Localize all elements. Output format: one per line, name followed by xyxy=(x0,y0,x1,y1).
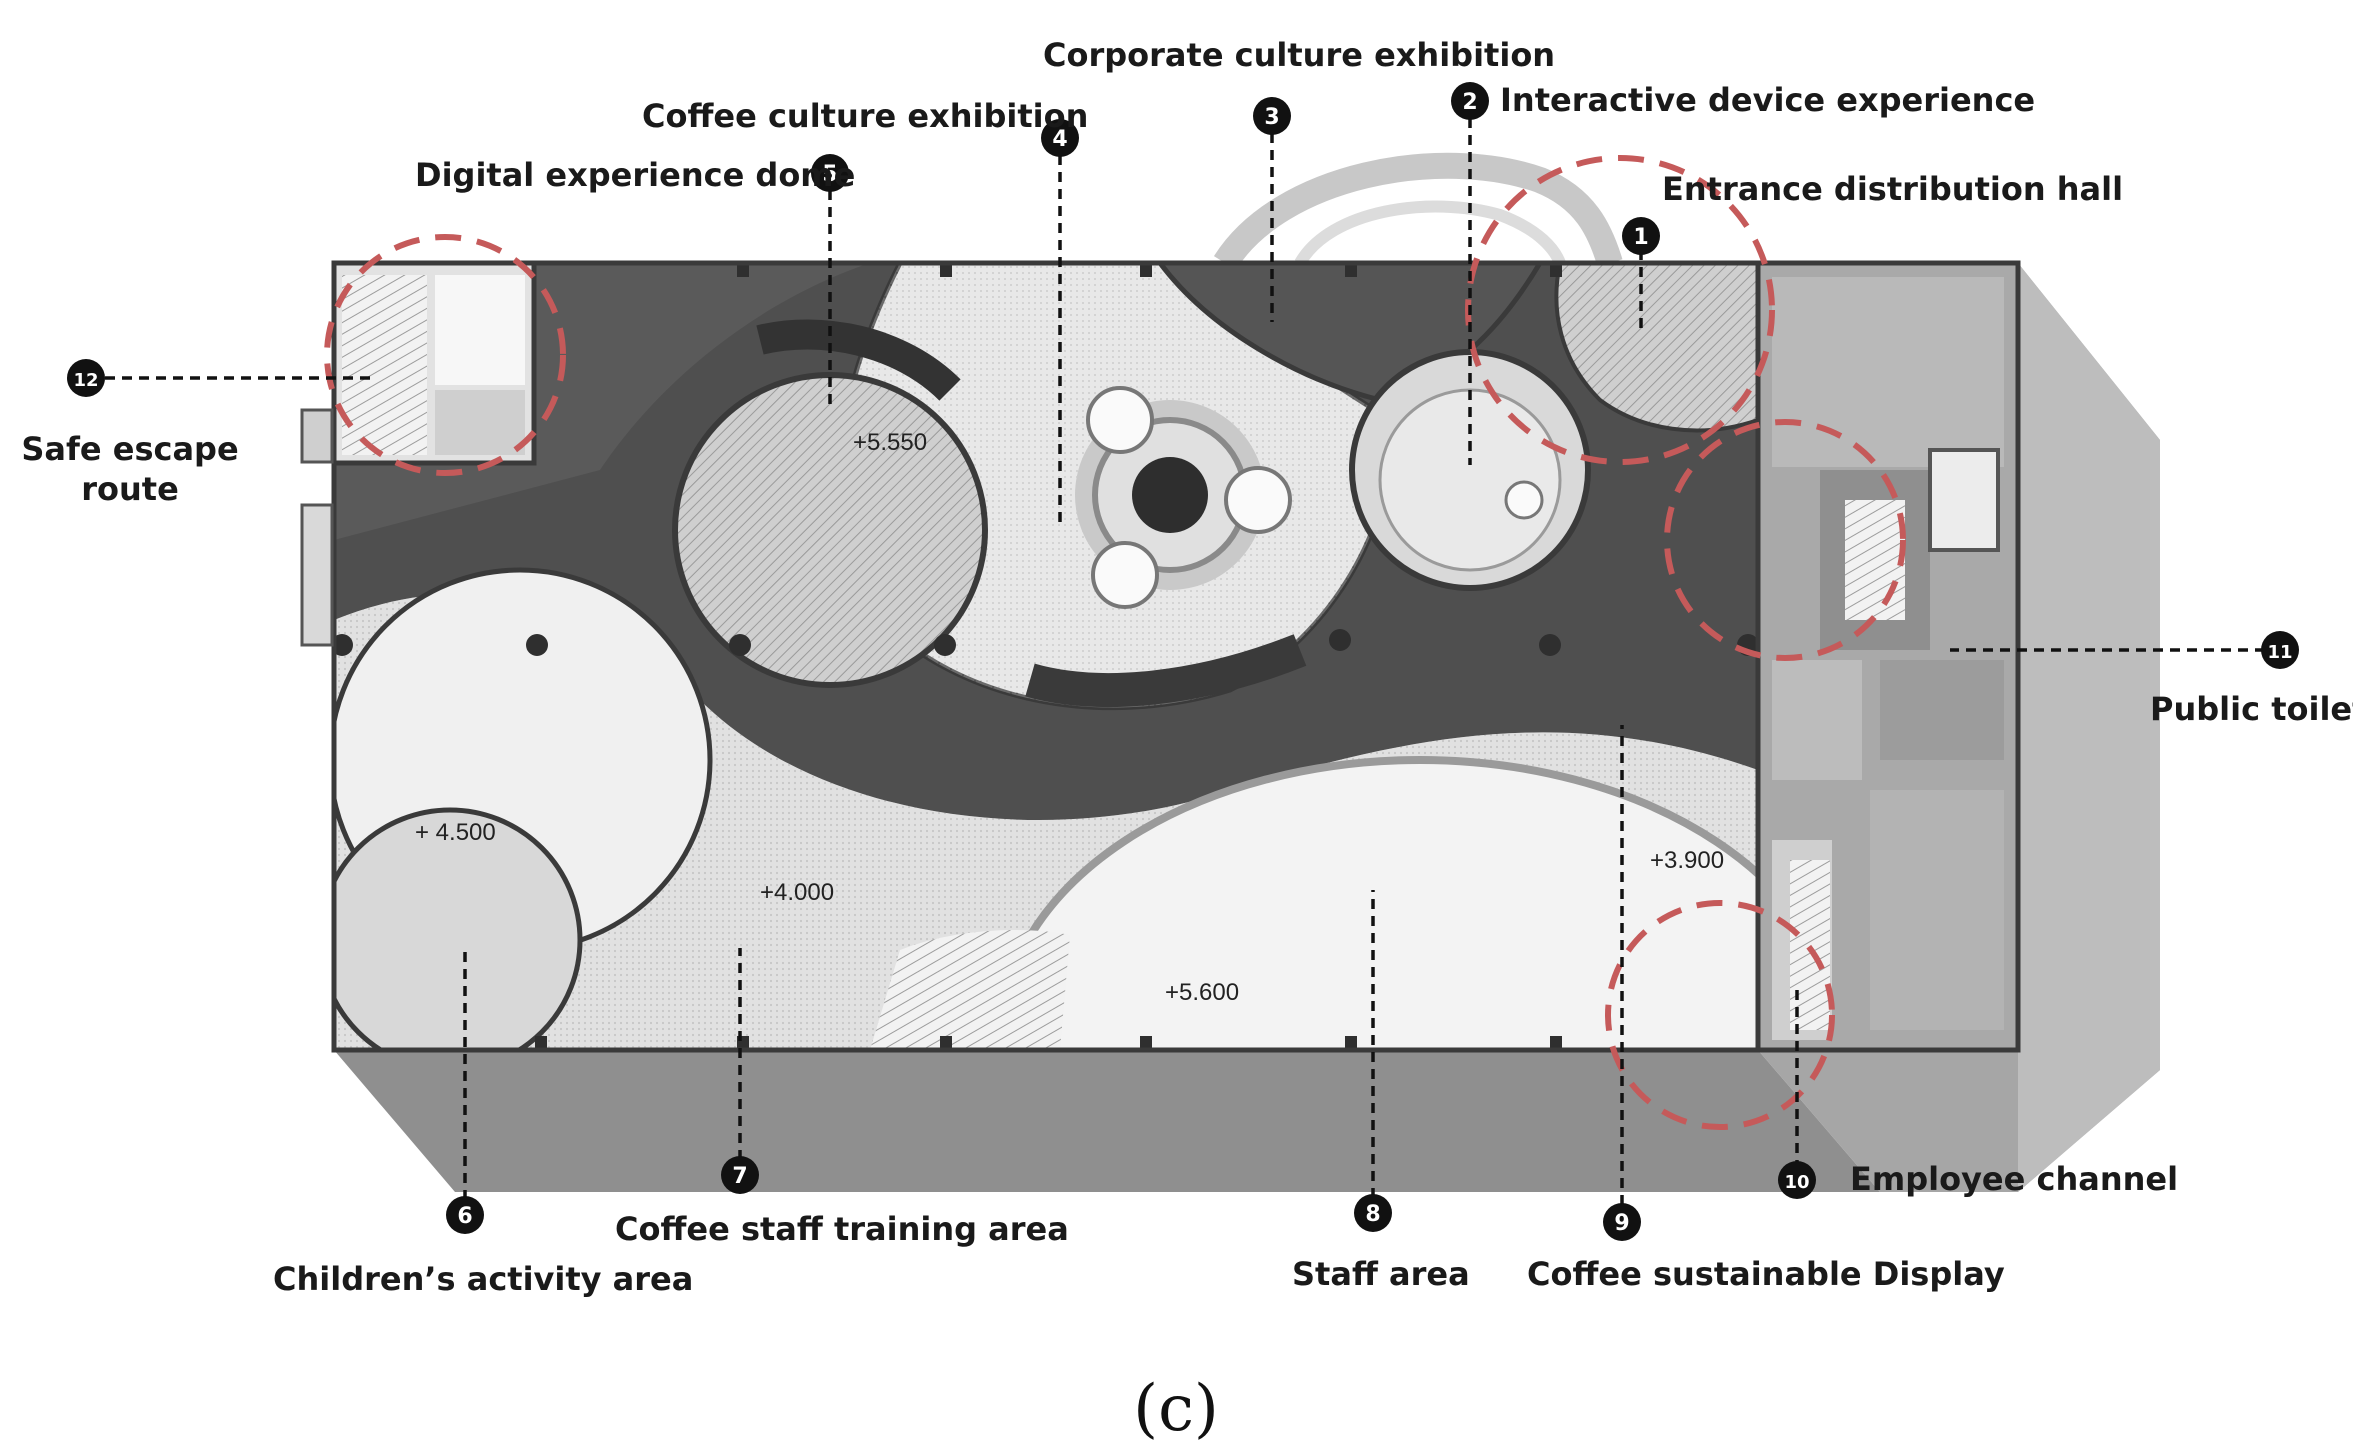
zone-number-10: 10 xyxy=(1784,1172,1809,1193)
main-hall xyxy=(334,263,1758,1050)
zone-label-staff-area: Staff area xyxy=(1292,1255,1470,1293)
escape-stair-module xyxy=(300,260,537,647)
zone-number-1: 1 xyxy=(1633,225,1648,250)
zone-number-2: 2 xyxy=(1462,90,1477,115)
zone-number-8: 8 xyxy=(1365,1202,1380,1227)
zone-label-employee-channel: Employee channel xyxy=(1850,1160,2178,1198)
zone-marker-11: 11 xyxy=(2261,631,2299,669)
ring-public-toilet xyxy=(1664,419,1906,661)
zone-label-childrens-activity-area: Children’s activity area xyxy=(273,1260,693,1298)
zone-marker-5: 5 xyxy=(811,154,849,192)
zone-number-4: 4 xyxy=(1052,127,1067,152)
zone-label-entrance-distribution-hall: Entrance distribution hall xyxy=(1662,170,2123,208)
zone-marker-1: 1 xyxy=(1622,217,1660,255)
elevation-5600: +5.600 xyxy=(1165,979,1239,1006)
zone-marker-10: 10 xyxy=(1778,1161,1816,1199)
figure-caption: (c) xyxy=(1133,1372,1219,1446)
elevation-4000: +4.000 xyxy=(760,879,834,906)
zone-marker-12: 12 xyxy=(67,359,105,397)
zone-number-11: 11 xyxy=(2267,642,2292,663)
ring-escape-route xyxy=(324,234,566,476)
zone-marker-7: 7 xyxy=(721,1156,759,1194)
zone-label-public-toilet: Public toilet xyxy=(2150,690,2353,728)
zone-number-7: 7 xyxy=(732,1164,747,1189)
entrance-arch xyxy=(1213,152,1623,271)
zone-number-5: 5 xyxy=(822,162,837,187)
zone-label-safe-escape-route-line2: route xyxy=(81,470,179,508)
ring-entrance-hall xyxy=(1465,155,1775,465)
elevation-5550: +5.550 xyxy=(853,429,927,456)
zone-label-coffee-culture-exhibition: Coffee culture exhibition xyxy=(642,97,1088,135)
zone-number-9: 9 xyxy=(1614,1211,1629,1236)
zone-marker-2: 2 xyxy=(1451,82,1489,120)
zone-number-3: 3 xyxy=(1264,105,1279,130)
zone-marker-3: 3 xyxy=(1253,97,1291,135)
zone-marker-4: 4 xyxy=(1041,119,1079,157)
zone-marker-8: 8 xyxy=(1354,1194,1392,1232)
elevation-3900: +3.900 xyxy=(1650,847,1724,874)
leader-lines xyxy=(105,118,2265,1205)
zone-label-coffee-sustainable-display: Coffee sustainable Display xyxy=(1527,1255,2005,1293)
ring-employee-channel xyxy=(1605,900,1835,1130)
zone-marker-9: 9 xyxy=(1603,1203,1641,1241)
zone-marker-6: 6 xyxy=(446,1196,484,1234)
zone-number-6: 6 xyxy=(457,1204,472,1229)
highlight-rings xyxy=(324,155,1906,1130)
zone-label-digital-experience-dome: Digital experience dome xyxy=(415,156,855,194)
zone-number-12: 12 xyxy=(73,370,98,391)
elevation-4500: + 4.500 xyxy=(415,819,496,846)
zone-label-corporate-culture-exhibition: Corporate culture exhibition xyxy=(1043,36,1555,74)
zone-label-safe-escape-route-line1: Safe escape xyxy=(21,430,238,468)
zone-label-coffee-staff-training-area: Coffee staff training area xyxy=(615,1210,1069,1248)
zone-label-interactive-device-experience: Interactive device experience xyxy=(1500,81,2035,119)
